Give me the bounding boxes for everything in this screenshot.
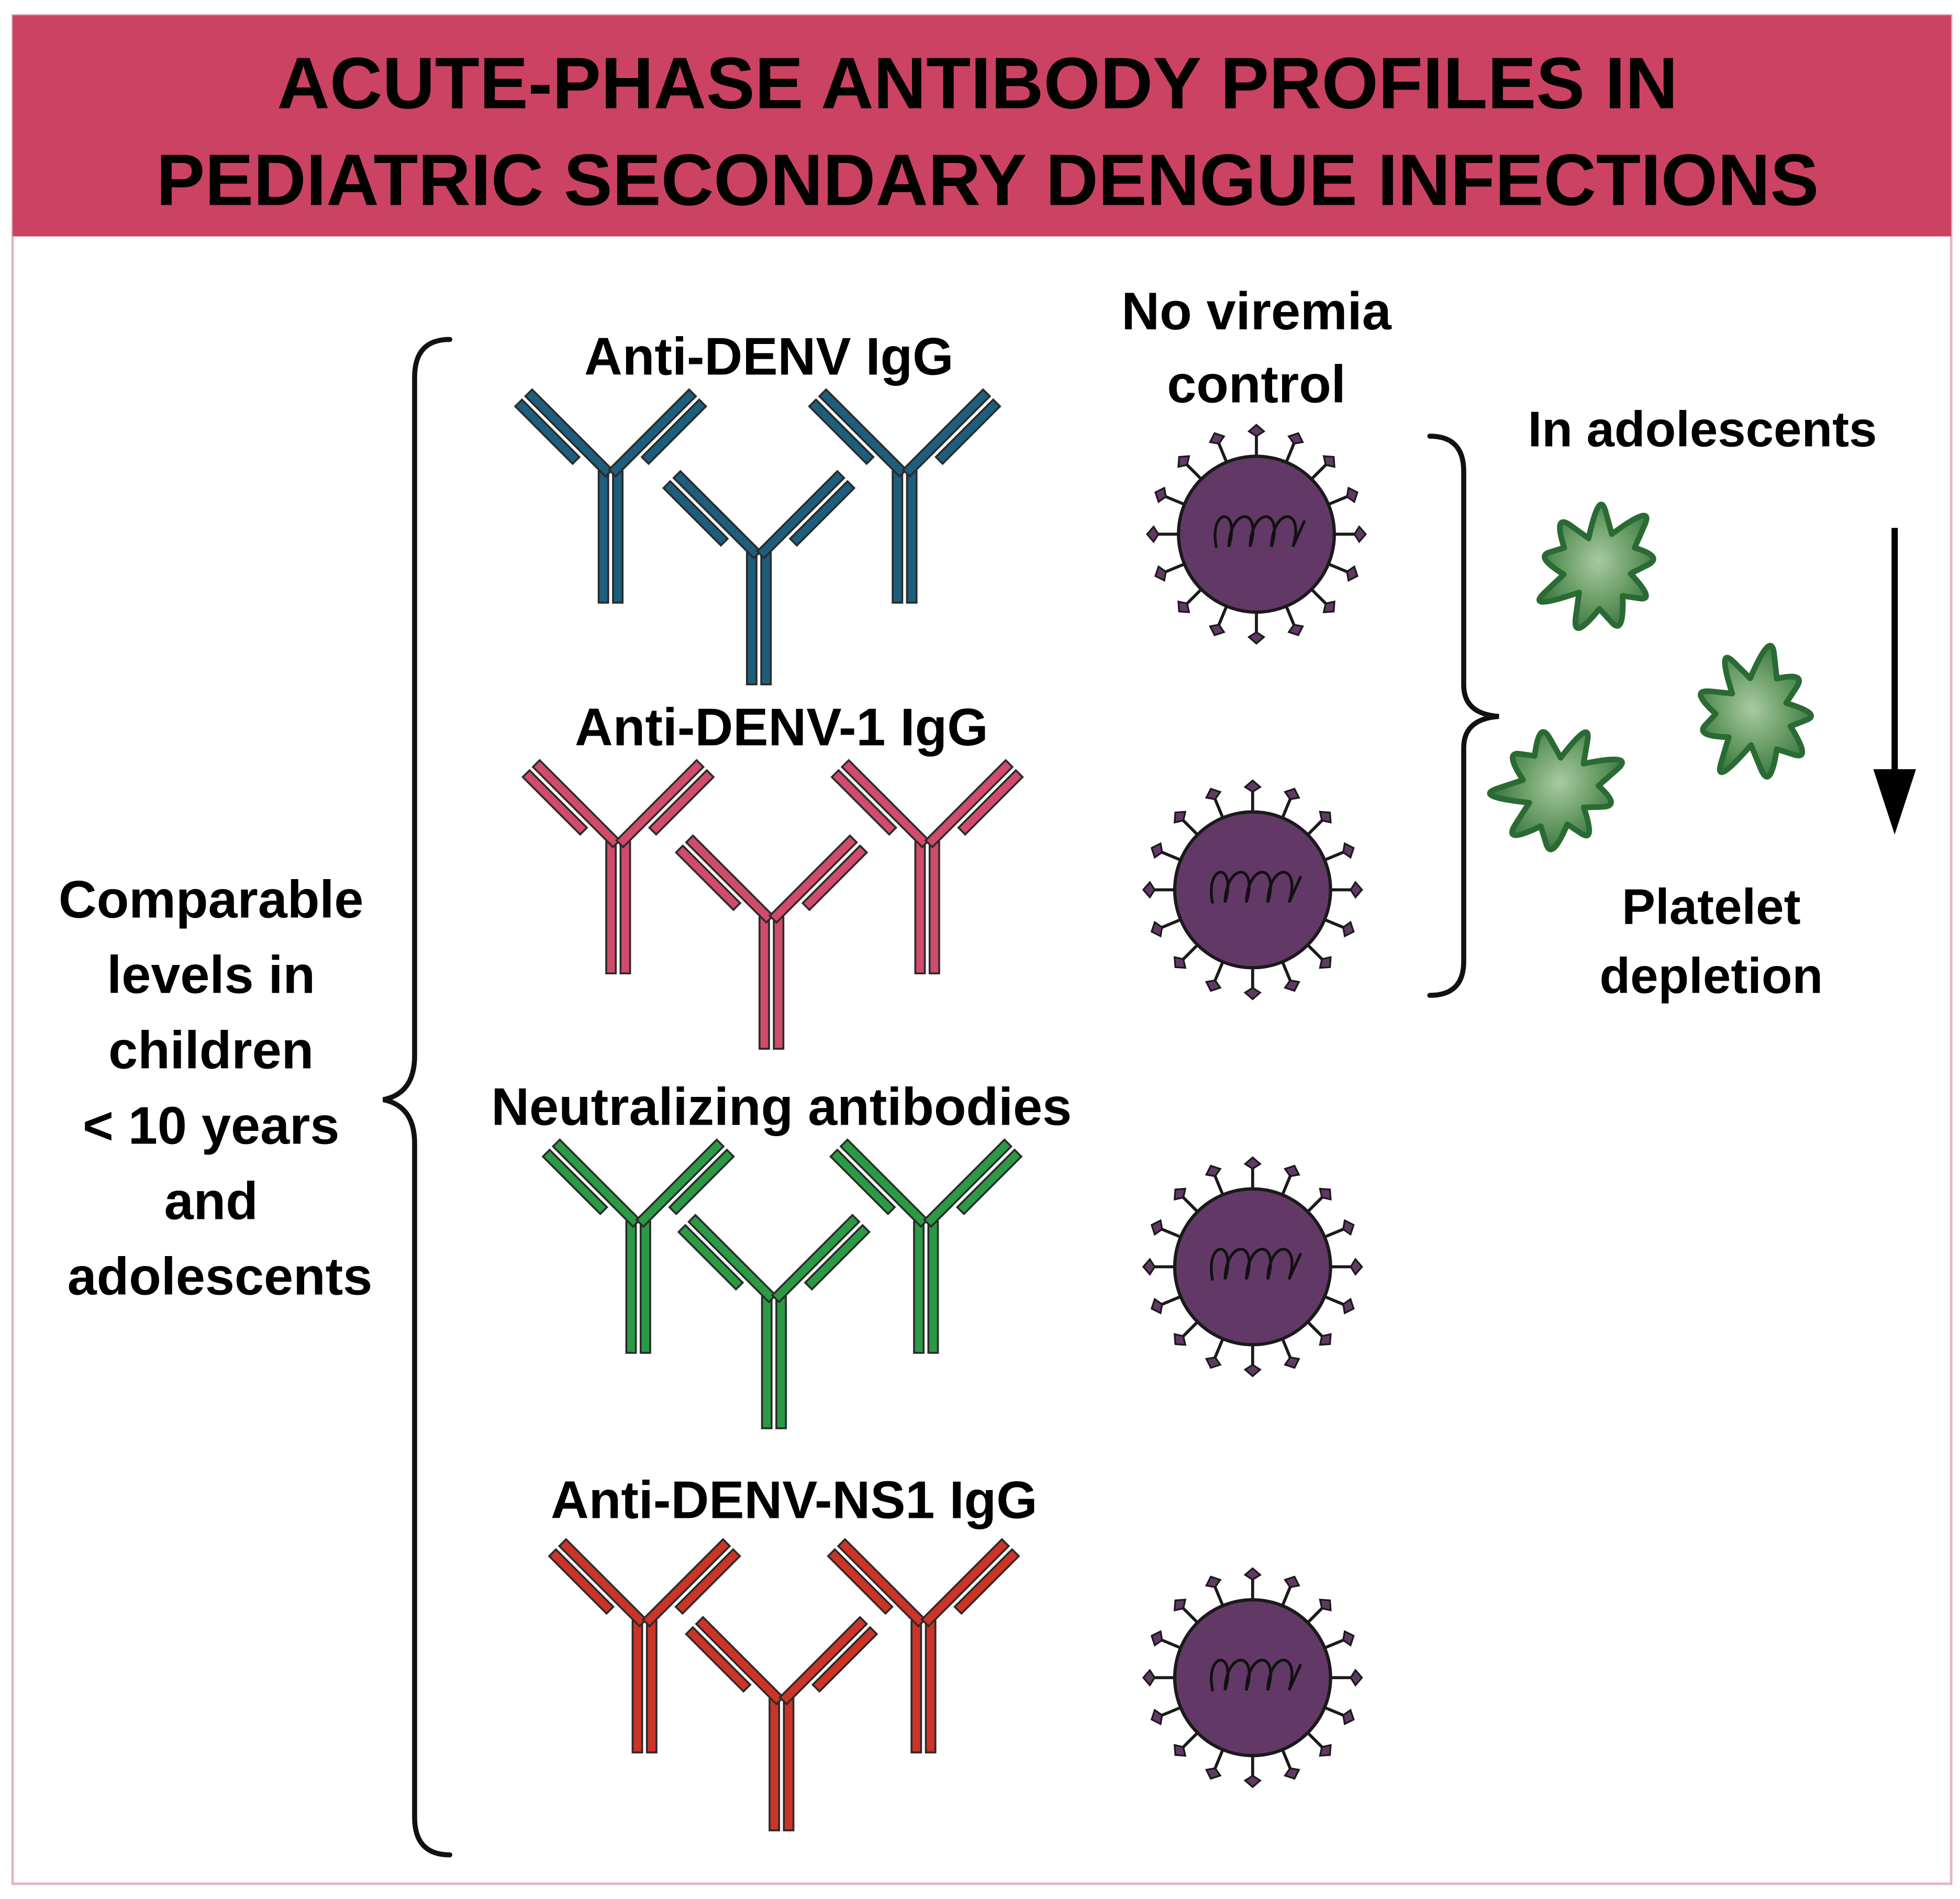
antibody-icon: [548, 1538, 741, 1753]
virus-column: [1142, 424, 1367, 1789]
left-note-line-4: < 10 years: [83, 1096, 339, 1155]
virus-icon: [1142, 1156, 1363, 1378]
antibody-icon: [677, 1214, 871, 1429]
platelet-icon: [1536, 502, 1656, 631]
right-brace: [1427, 434, 1499, 998]
antibody-icon: [514, 388, 708, 604]
left-note-line-6: adolescents: [68, 1247, 373, 1306]
antibody-icon: [521, 759, 715, 974]
antibody-icon: [685, 1616, 878, 1831]
antibody-icon: [830, 759, 1024, 974]
virus-title-line-1: No viremia: [1121, 282, 1391, 341]
virus-icon: [1145, 424, 1367, 645]
left-note-line-5: and: [164, 1172, 258, 1230]
left-note-line-2: levels in: [107, 946, 315, 1004]
title-banner: [13, 15, 1952, 237]
platelet-icon: [1487, 729, 1625, 852]
outcome-line-1: Platelet: [1622, 879, 1800, 935]
antibody-icon: [674, 834, 868, 1050]
outcome-line-2: depletion: [1599, 948, 1823, 1004]
left-note-line-3: children: [108, 1021, 314, 1080]
virus-title-line-2: control: [1167, 355, 1346, 414]
title-line-2: PEDIATRIC SECONDARY DENGUE INFECTIONS: [156, 140, 1819, 221]
title-line-1: ACUTE-PHASE ANTIBODY PROFILES IN: [277, 43, 1678, 124]
left-note-line-1: Comparable: [59, 870, 364, 929]
virus-icon: [1142, 1567, 1363, 1789]
antibody-icon: [541, 1138, 735, 1354]
antibody-icon: [827, 1538, 1020, 1753]
antibody-group-neutralizing: [541, 1138, 1023, 1429]
antibody-group-anti-denv-ns1-igg: [548, 1538, 1020, 1831]
left-note: Comparable levels in children < 10 years…: [59, 870, 372, 1306]
platelet-icon: [1698, 642, 1814, 780]
antibody-icon: [829, 1138, 1023, 1354]
down-arrow-icon: [1873, 528, 1916, 835]
antibody-group-anti-denv-igg: [514, 388, 1001, 685]
left-brace: [382, 337, 452, 1858]
group-label-anti-denv-ns1-igg: Anti-DENV-NS1 IgG: [551, 1471, 1038, 1530]
group-label-neutralizing-antibodies: Neutralizing antibodies: [491, 1078, 1072, 1136]
group-label-anti-denv-1-igg: Anti-DENV-1 IgG: [575, 698, 988, 757]
antibody-icon: [808, 388, 1001, 604]
adolescents-label: In adolescents: [1528, 401, 1877, 457]
antibody-icon: [662, 470, 856, 685]
virus-icon: [1142, 779, 1363, 1001]
antibody-group-anti-denv-1-igg: [521, 759, 1024, 1050]
platelet-cluster: [1487, 502, 1814, 852]
group-label-anti-denv-igg: Anti-DENV IgG: [584, 328, 954, 386]
